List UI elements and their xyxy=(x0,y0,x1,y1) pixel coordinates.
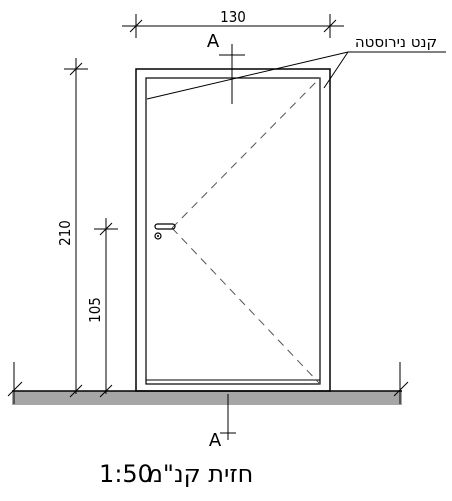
swing-line-lower xyxy=(171,227,321,385)
section-marker-bottom-label: A xyxy=(209,430,222,451)
section-marker-top xyxy=(219,44,245,104)
section-marker-top-label: A xyxy=(207,31,220,52)
width-dimension-label: 130 xyxy=(220,8,246,26)
floor-slab xyxy=(12,391,402,405)
swing-line-upper xyxy=(171,77,321,229)
floor-break-left-tick xyxy=(7,381,23,397)
handle-height-dimension xyxy=(94,218,118,398)
handle-height-dimension-label: 105 xyxy=(86,297,104,323)
drawing-title-text: חזית קנ"מ xyxy=(147,460,254,488)
annotation-leader xyxy=(146,51,446,100)
annotation-label: קנט נירוסטה xyxy=(355,33,437,51)
floor-break-right-tick xyxy=(393,381,409,397)
drawing-scale: 1:50 xyxy=(99,460,153,488)
door-frame-outer xyxy=(135,68,331,392)
drawing-title: חזית קנ"מ xyxy=(147,460,254,488)
height-dimension-label: 210 xyxy=(56,220,74,246)
section-marker-bottom xyxy=(220,394,236,440)
door-frame-inner xyxy=(145,77,321,385)
door-handle-icon xyxy=(154,223,176,240)
height-dimension xyxy=(64,58,88,398)
width-dimension xyxy=(122,14,344,38)
